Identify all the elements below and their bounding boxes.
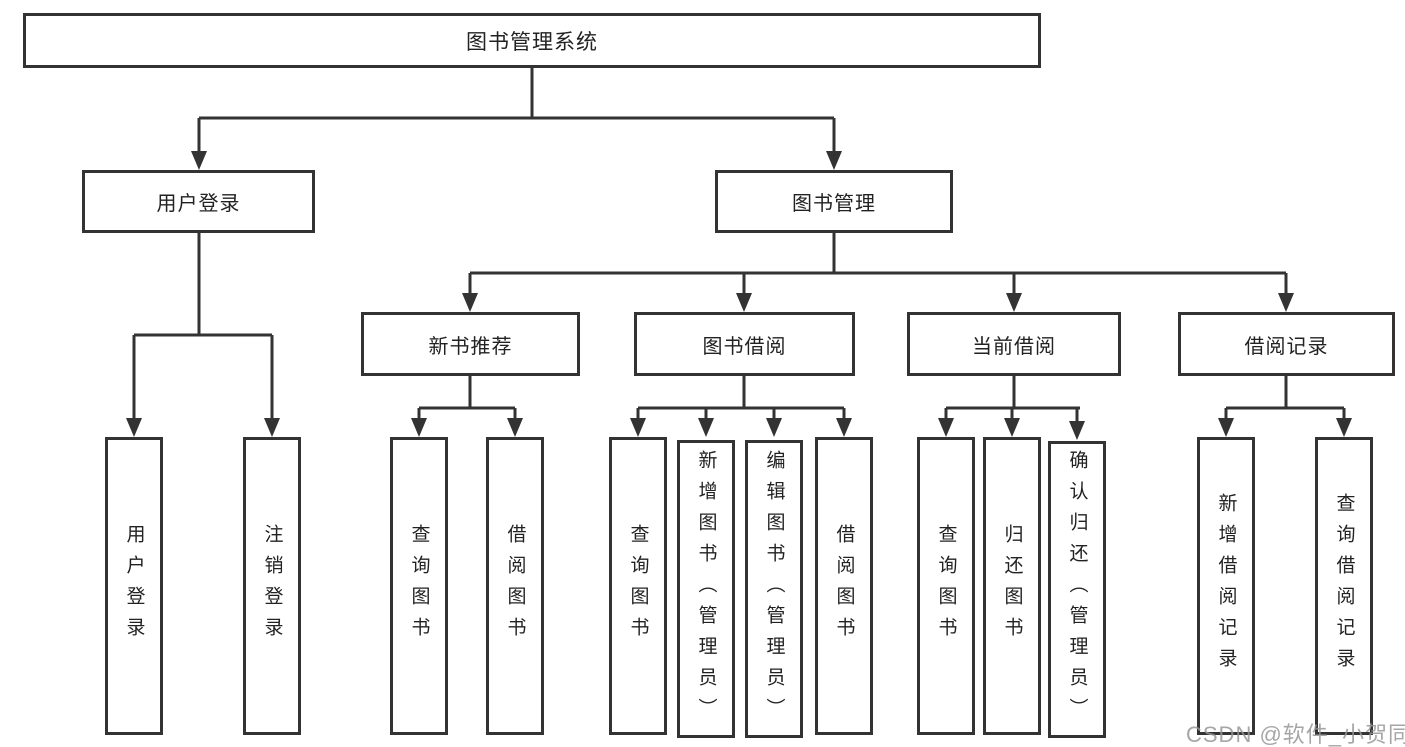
node-label: 新书推荐: [428, 335, 513, 358]
node-label: 图书借阅: [702, 335, 787, 358]
leaf-query-books-recommend: 查询图书: [390, 437, 448, 735]
leaf-add-books-admin: 新增图书（管理员）: [677, 440, 735, 738]
node-label: 查询图书: [408, 524, 430, 648]
node-user-login: 用户登录: [82, 170, 315, 233]
node-label: 确认归还（管理员）: [1066, 450, 1088, 729]
leaf-query-books-borrow: 查询图书: [609, 437, 667, 735]
node-book-management: 图书管理: [715, 170, 953, 233]
csdn-watermark: CSDN @软件_小贺同学: [1186, 722, 1405, 747]
node-label: 查询借阅记录: [1333, 493, 1355, 679]
leaf-user-login: 用户登录: [105, 437, 163, 735]
node-label: 新增图书（管理员）: [695, 449, 717, 729]
leaf-confirm-return-admin: 确认归还（管理员）: [1048, 441, 1106, 738]
node-label: 查询图书: [627, 524, 649, 648]
leaf-edit-books-admin: 编辑图书（管理员）: [745, 440, 803, 738]
leaf-return-books: 归还图书: [983, 437, 1041, 735]
node-label: 查询图书: [935, 524, 957, 648]
leaf-query-borrow-record: 查询借阅记录: [1315, 437, 1373, 735]
node-label: 用户登录: [156, 193, 241, 215]
node-label: 用户登录: [123, 524, 145, 648]
arrowheads: [126, 151, 1352, 440]
node-label: 借阅图书: [833, 524, 855, 648]
node-book-borrowing: 图书借阅: [634, 312, 855, 376]
node-label: 编辑图书（管理员）: [763, 449, 785, 729]
node-label: 图书管理系统: [466, 30, 598, 54]
node-label: 当前借阅: [972, 335, 1056, 358]
leaf-logout: 注销登录: [243, 437, 301, 735]
leaf-borrow-books: 借阅图书: [815, 437, 873, 735]
node-label: 注销登录: [261, 524, 283, 648]
leaf-add-borrow-record: 新增借阅记录: [1197, 437, 1255, 735]
node-label: 借阅记录: [1244, 335, 1329, 358]
node-label: 图书管理: [792, 193, 876, 215]
node-library-management-system: 图书管理系统: [23, 13, 1041, 68]
node-label: 借阅图书: [504, 524, 526, 648]
node-borrowing-records: 借阅记录: [1178, 312, 1395, 376]
node-new-book-recommendation: 新书推荐: [361, 312, 580, 376]
leaf-query-books-current: 查询图书: [917, 437, 975, 735]
node-label: 新增借阅记录: [1215, 493, 1237, 679]
node-current-borrowing: 当前借阅: [907, 312, 1121, 376]
node-label: 归还图书: [1001, 524, 1023, 648]
connector-paths: [132, 68, 1346, 422]
leaf-borrow-books-recommend: 借阅图书: [486, 437, 544, 735]
